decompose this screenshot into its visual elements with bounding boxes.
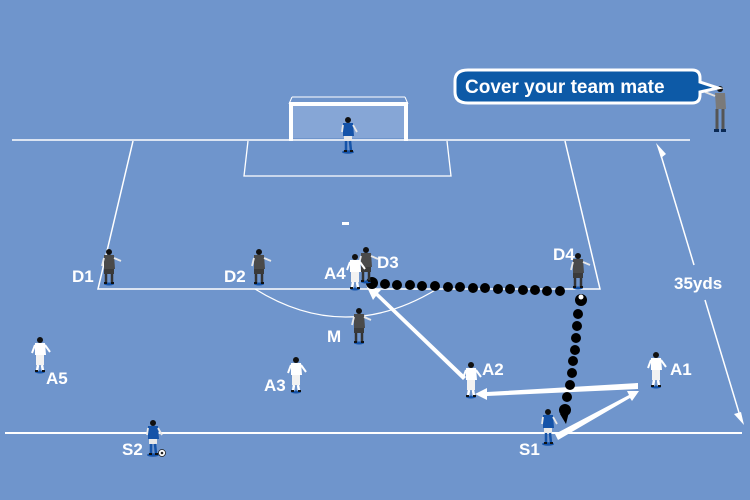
penalty-box: [97, 140, 601, 290]
penalty-spot: [342, 222, 349, 225]
server-s1: [540, 407, 559, 448]
label-d4: D4: [553, 245, 575, 264]
six-yard-box: [243, 140, 452, 177]
callout-text: Cover your team mate: [465, 77, 665, 98]
label-m: M: [327, 327, 341, 346]
label-d2: D2: [224, 267, 246, 286]
defender-m: [350, 306, 373, 346]
label-a1: A1: [670, 360, 692, 379]
measurement-arrow: [656, 143, 744, 425]
pass-arrow-a1-a2: [475, 383, 638, 400]
label-d3: D3: [377, 253, 399, 272]
arrow-up-icon: [656, 143, 666, 158]
defender-d1: [100, 247, 123, 287]
pass-arrow-s1-a1: [555, 391, 639, 440]
pass-arrows: [366, 285, 639, 440]
coach: [704, 86, 726, 132]
label-a3: A3: [264, 376, 286, 395]
attacker-a1: [646, 350, 668, 390]
label-a2: A2: [482, 360, 504, 379]
dribble-path: [366, 277, 587, 424]
label-s2: S2: [122, 440, 143, 459]
pass-arrow-a2-a4: [366, 285, 466, 380]
label-a4: A4: [324, 264, 346, 283]
label-s1: S1: [519, 440, 540, 459]
goal: [288, 96, 409, 141]
attacker-a3: [286, 355, 308, 395]
speech-bubble: [453, 68, 724, 105]
ball: [158, 449, 166, 457]
measurement-label: 35yds: [674, 274, 722, 293]
defender-d2: [250, 247, 273, 287]
label-a5: A5: [46, 369, 68, 388]
arrow-down-icon: [734, 412, 744, 425]
penalty-arc: [254, 288, 438, 318]
ball-d4: [578, 294, 584, 300]
label-d1: D1: [72, 267, 94, 286]
